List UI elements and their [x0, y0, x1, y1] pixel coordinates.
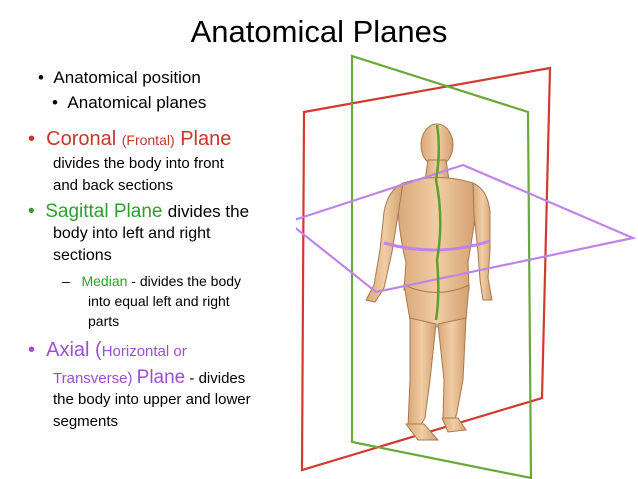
slide-title: Anatomical Planes [190, 14, 448, 49]
anatomical-planes-illustration [296, 54, 637, 479]
bullet-text: Anatomical planes [67, 93, 207, 112]
axial-plane-word: Plane [136, 367, 186, 388]
axial-desc-line3: the body into upper and lower [53, 391, 251, 408]
sagittal-desc-start: divides the [167, 202, 250, 221]
bullet-dot: • [52, 93, 68, 112]
axial-line2: Transverse) Plane - divides [53, 368, 245, 387]
coronal-desc-line2: and back sections [53, 177, 174, 194]
coronal-plane-word: Plane [180, 128, 232, 150]
sagittal-desc-line3: sections [53, 247, 112, 264]
axial-heading: • Axial (Horizontal or [28, 340, 187, 360]
median-heading: – Median - divides the body [62, 274, 241, 288]
axial-alt-line1: Horizontal or [101, 343, 187, 360]
coronal-heading: • Coronal (Frontal) Plane [28, 129, 231, 149]
sagittal-heading: • Sagittal Plane divides the [28, 202, 249, 221]
axial-desc-start: - divides [185, 370, 246, 387]
bullet-dot: • [38, 68, 54, 87]
bullet-anatomical-position: • Anatomical position [38, 69, 201, 86]
axial-plane-shape [296, 163, 637, 294]
median-name: Median [81, 273, 128, 289]
bullet-text: Anatomical position [53, 68, 201, 87]
axial-desc-line4: segments [53, 413, 119, 430]
axial-name: Axial ( [46, 339, 102, 361]
bullet-dot: • [28, 201, 46, 222]
bullet-dot: • [28, 128, 47, 150]
sagittal-desc-line2: body into left and right [53, 225, 211, 242]
coronal-alt-name: (Frontal) [121, 132, 175, 148]
coronal-name: Coronal [46, 128, 117, 150]
dash-marker: – [62, 273, 82, 289]
human-body-figure [365, 123, 493, 441]
median-desc-start: - divides the body [127, 273, 242, 289]
median-desc-line3: parts [88, 313, 120, 329]
bullet-dot: • [28, 339, 47, 361]
sagittal-plane-shape [350, 54, 533, 479]
coronal-plane-shape [300, 66, 552, 472]
axial-cut-band [383, 239, 491, 252]
axial-alt-line2: Transverse) [53, 370, 133, 387]
median-desc-line2: into equal left and right [88, 293, 230, 309]
sagittal-midline [434, 124, 442, 321]
sagittal-name: Sagittal Plane [45, 201, 163, 222]
coronal-desc-line1: divides the body into front [53, 155, 224, 172]
bullet-anatomical-planes: • Anatomical planes [52, 94, 206, 111]
